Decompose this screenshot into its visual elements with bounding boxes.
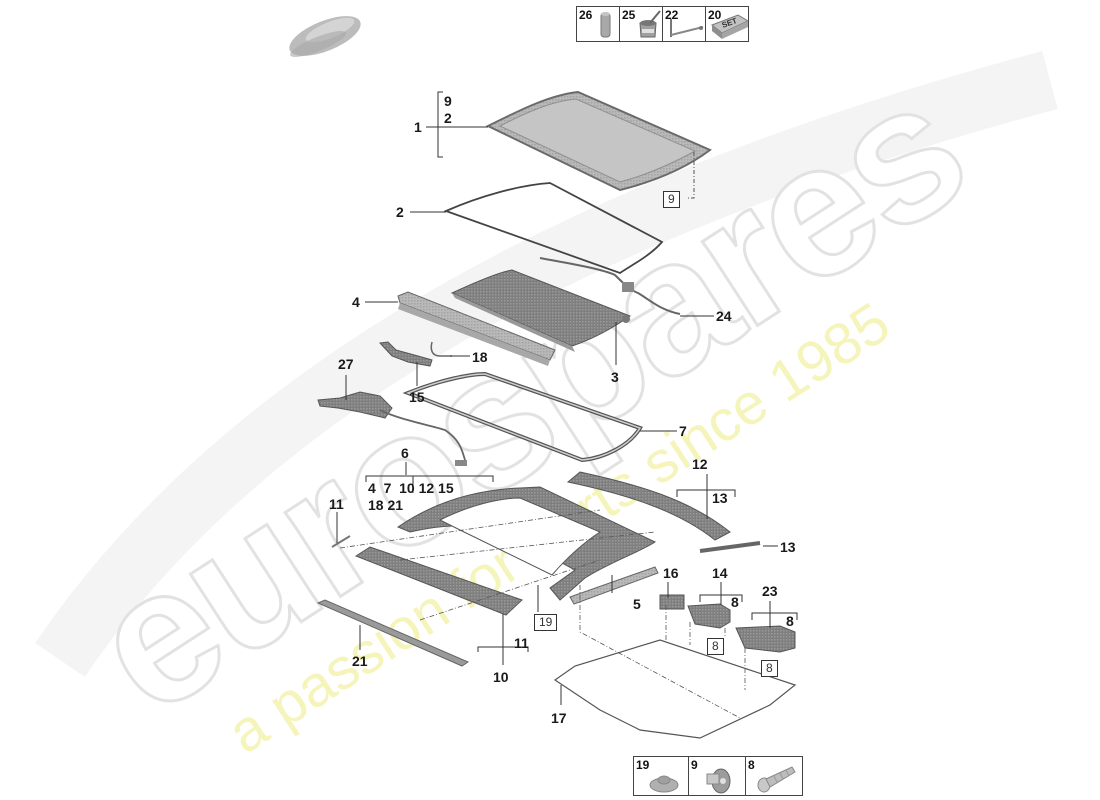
- callout-11[interactable]: 11: [329, 496, 344, 512]
- part-3-sunblind[interactable]: [450, 269, 632, 352]
- boxed-ref-19[interactable]: 19: [534, 614, 558, 631]
- legend-bottom: 19 9 8: [633, 756, 803, 796]
- callout-23-group-8: 8: [786, 613, 794, 629]
- part-2-seal[interactable]: [443, 182, 664, 275]
- rivet-nut-icon: [706, 768, 731, 794]
- legend-item-25[interactable]: 25: [620, 7, 663, 41]
- part-18-cable[interactable]: [430, 341, 452, 357]
- callout-5[interactable]: 5: [633, 596, 641, 612]
- boxed-ref-8-a[interactable]: 8: [707, 638, 724, 655]
- callout-1[interactable]: 1: [414, 119, 422, 135]
- part-10-cover-panel[interactable]: [354, 546, 523, 616]
- callout-21[interactable]: 21: [352, 653, 368, 669]
- part-7-seal[interactable]: [402, 371, 643, 463]
- callout-10-group-11: 11: [514, 635, 529, 651]
- part-21-bar[interactable]: [316, 599, 470, 667]
- callout-1-group-2: 2: [444, 110, 452, 126]
- callout-6-group-row2: 18 21: [368, 497, 404, 513]
- legend-item-19[interactable]: 19: [634, 757, 689, 795]
- callout-1-group-9: 9: [444, 93, 452, 109]
- callout-14-group-8: 8: [731, 594, 739, 610]
- part-13-strip[interactable]: [699, 541, 761, 553]
- part-4-wind-deflector[interactable]: [397, 291, 556, 366]
- callout-17[interactable]: 17: [551, 710, 567, 726]
- callout-6[interactable]: 6: [401, 445, 409, 461]
- part-12-cover-strip[interactable]: [566, 471, 731, 541]
- part-5-rail[interactable]: [569, 566, 659, 605]
- callout-2[interactable]: 2: [396, 204, 404, 220]
- callout-3[interactable]: 3: [611, 369, 619, 385]
- callout-23[interactable]: 23: [762, 583, 778, 599]
- adhesive-can-icon: [639, 10, 661, 38]
- part-17-headliner[interactable]: [553, 639, 797, 739]
- boxed-ref-9[interactable]: 9: [663, 191, 680, 208]
- callout-7[interactable]: 7: [679, 423, 687, 439]
- applicator-nozzle-icon: [670, 19, 704, 37]
- boxed-ref-8-b[interactable]: 8: [761, 660, 778, 677]
- legend-item-26[interactable]: 26: [577, 7, 620, 41]
- callout-12-group-13: 13: [712, 490, 728, 506]
- part-14-motor[interactable]: [687, 603, 731, 629]
- part-6-roof-frame[interactable]: [396, 486, 657, 601]
- leader-lines: [336, 91, 798, 705]
- callout-27[interactable]: 27: [338, 356, 354, 372]
- screw-icon: [757, 766, 796, 793]
- callout-12[interactable]: 12: [692, 456, 708, 472]
- part-11-clip[interactable]: [331, 535, 351, 548]
- callout-16[interactable]: 16: [663, 565, 679, 581]
- part-27-mechanism[interactable]: [317, 391, 467, 466]
- legend-item-20[interactable]: 20 SET: [706, 7, 748, 41]
- assembly-guide-lines: [339, 509, 746, 719]
- legend-top: 26 25 22 20 SET: [576, 6, 749, 42]
- callout-6-group-row1: 4 7 10 12 15: [368, 480, 454, 496]
- callout-10[interactable]: 10: [493, 669, 509, 685]
- callout-15[interactable]: 15: [409, 389, 425, 405]
- callout-4[interactable]: 4: [352, 294, 360, 310]
- part-1-glass-panel[interactable]: [485, 90, 712, 192]
- cylinder-icon: [600, 12, 611, 38]
- callout-14[interactable]: 14: [712, 565, 728, 581]
- part-16-control-unit[interactable]: [659, 594, 685, 610]
- set-box-icon: SET: [711, 14, 748, 39]
- legend-item-9[interactable]: 9: [689, 757, 746, 795]
- legend-item-22[interactable]: 22: [663, 7, 706, 41]
- part-15-drive-unit[interactable]: [378, 341, 433, 367]
- nut-icon: [649, 775, 679, 793]
- callout-24[interactable]: 24: [716, 308, 732, 324]
- car-thumbnail-icon: [289, 16, 361, 57]
- legend-item-8[interactable]: 8: [746, 757, 802, 795]
- callout-18[interactable]: 18: [472, 349, 488, 365]
- callout-13[interactable]: 13: [780, 539, 796, 555]
